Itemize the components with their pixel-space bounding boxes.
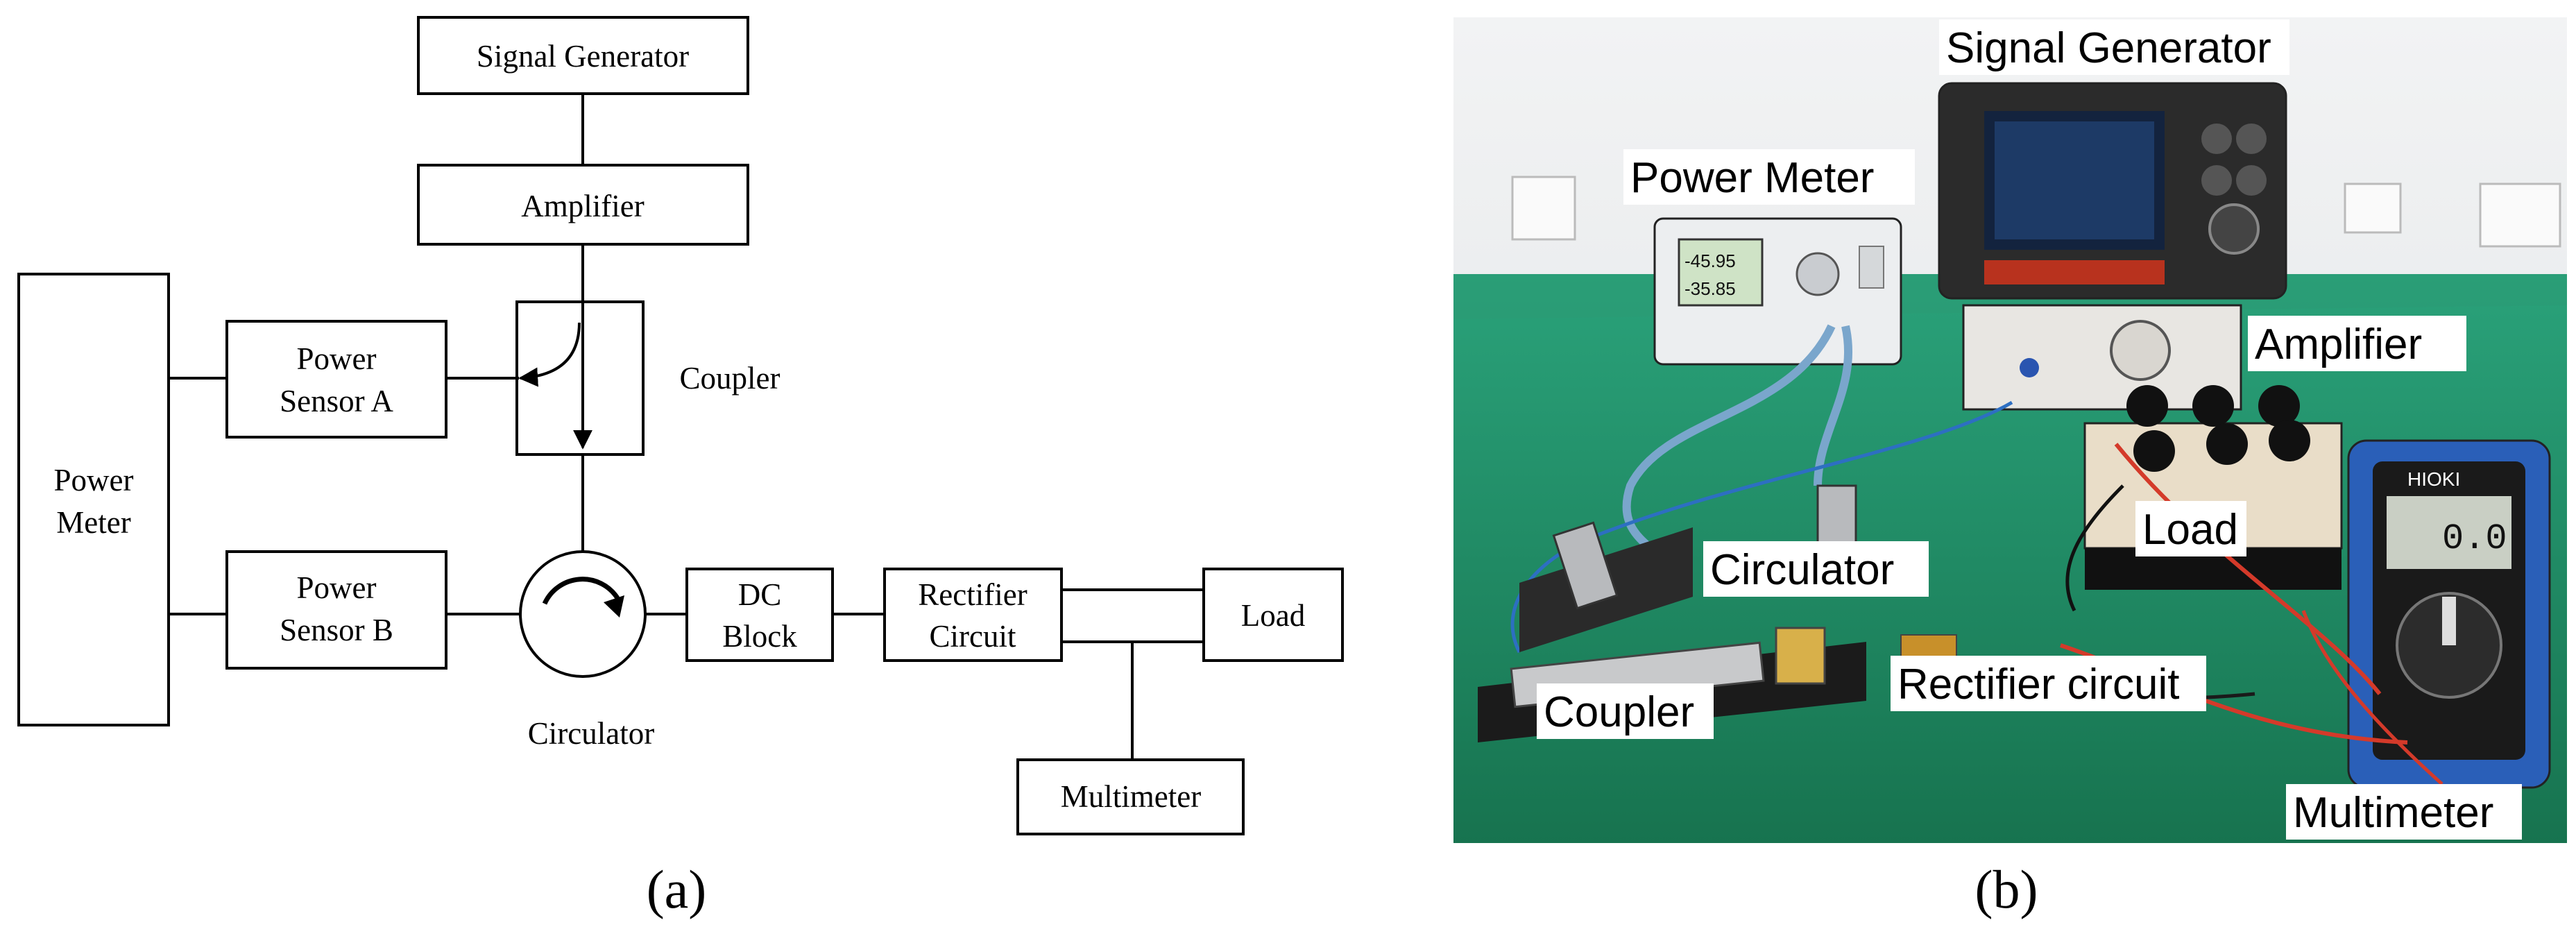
multimeter-brand: HIOKI <box>2407 468 2460 490</box>
power-sensor-b-label-2: Sensor B <box>280 613 393 647</box>
signal-generator-box <box>417 16 749 95</box>
power-sensor-a-label-2: Sensor A <box>280 384 393 418</box>
power-meter-reading-1: -45.95 <box>1684 250 1736 271</box>
photo-multimeter-label: Multimeter <box>2293 789 2493 837</box>
photo-amplifier-label: Amplifier <box>2255 321 2422 368</box>
rectifier-circuit-label-2: Circuit <box>930 619 1016 654</box>
circulator-rotation-icon <box>542 577 620 605</box>
block-diagram-labels: Signal Generator Amplifier Power Sensor … <box>54 39 1306 919</box>
coupler-box <box>515 300 645 456</box>
circulator-symbol <box>519 550 647 678</box>
multimeter-device: HIOKI 0.0 <box>2347 439 2551 789</box>
power-meter-box <box>17 273 170 726</box>
panel-a-label: (a) <box>647 859 707 919</box>
dc-block-box <box>685 568 834 662</box>
circulator-label: Circulator <box>528 716 654 751</box>
load-box <box>1202 568 1344 662</box>
wall-switch-icon <box>2479 182 2561 248</box>
setup-photo: -45.95 -35.85 HIOKI 0.0 <box>1453 17 2567 919</box>
multimeter-display: 0.0 <box>2442 518 2507 559</box>
power-meter-label-1: Power <box>54 463 134 497</box>
photo-rectifier-circuit-label: Rectifier circuit <box>1897 661 2180 708</box>
photo-labels: Signal Generator Power Meter Amplifier L… <box>1537 19 2522 840</box>
photo-power-meter-label: Power Meter <box>1630 154 1874 202</box>
signal-generator-label: Signal Generator <box>477 39 689 74</box>
rectifier-circuit-box <box>883 568 1063 662</box>
coupler-coupled-arrow <box>518 322 581 387</box>
power-meter-label-2: Meter <box>56 505 130 540</box>
power-sensor-b-box <box>225 550 447 670</box>
photo-load-label: Load <box>2142 506 2238 554</box>
amplifier-label: Amplifier <box>521 189 644 223</box>
photo-coupler-label: Coupler <box>1544 688 1694 736</box>
dc-block-label-2: Block <box>722 619 797 654</box>
amplifier-box <box>417 164 749 246</box>
power-meter-device: -45.95 -35.85 <box>1653 217 1902 366</box>
dc-block-label-1: DC <box>738 577 782 612</box>
signal-generator-device <box>1938 82 2287 300</box>
photo-circulator-label: Circulator <box>1710 546 1894 594</box>
wall-socket-left-icon <box>1511 176 1576 241</box>
amplifier-device <box>1962 304 2242 411</box>
block-diagram <box>17 16 1344 835</box>
rectifier-circuit-label-1: Rectifier <box>918 577 1027 612</box>
coupler-label: Coupler <box>680 361 781 396</box>
load-device <box>2083 385 2343 590</box>
power-sensor-a-box <box>225 320 447 439</box>
multimeter-label: Multimeter <box>1061 779 1201 814</box>
power-sensor-a-label-1: Power <box>297 341 377 376</box>
circulator-arrowhead-icon <box>604 595 624 618</box>
power-sensor-b-label-1: Power <box>297 570 377 605</box>
load-label: Load <box>1241 598 1305 633</box>
photo-signal-generator-label: Signal Generator <box>1946 24 2271 72</box>
multimeter-box <box>1016 758 1245 835</box>
wall-socket-right-icon <box>2344 182 2402 234</box>
power-meter-reading-2: -35.85 <box>1684 278 1736 299</box>
panel-b-label: (b) <box>1975 859 2038 919</box>
